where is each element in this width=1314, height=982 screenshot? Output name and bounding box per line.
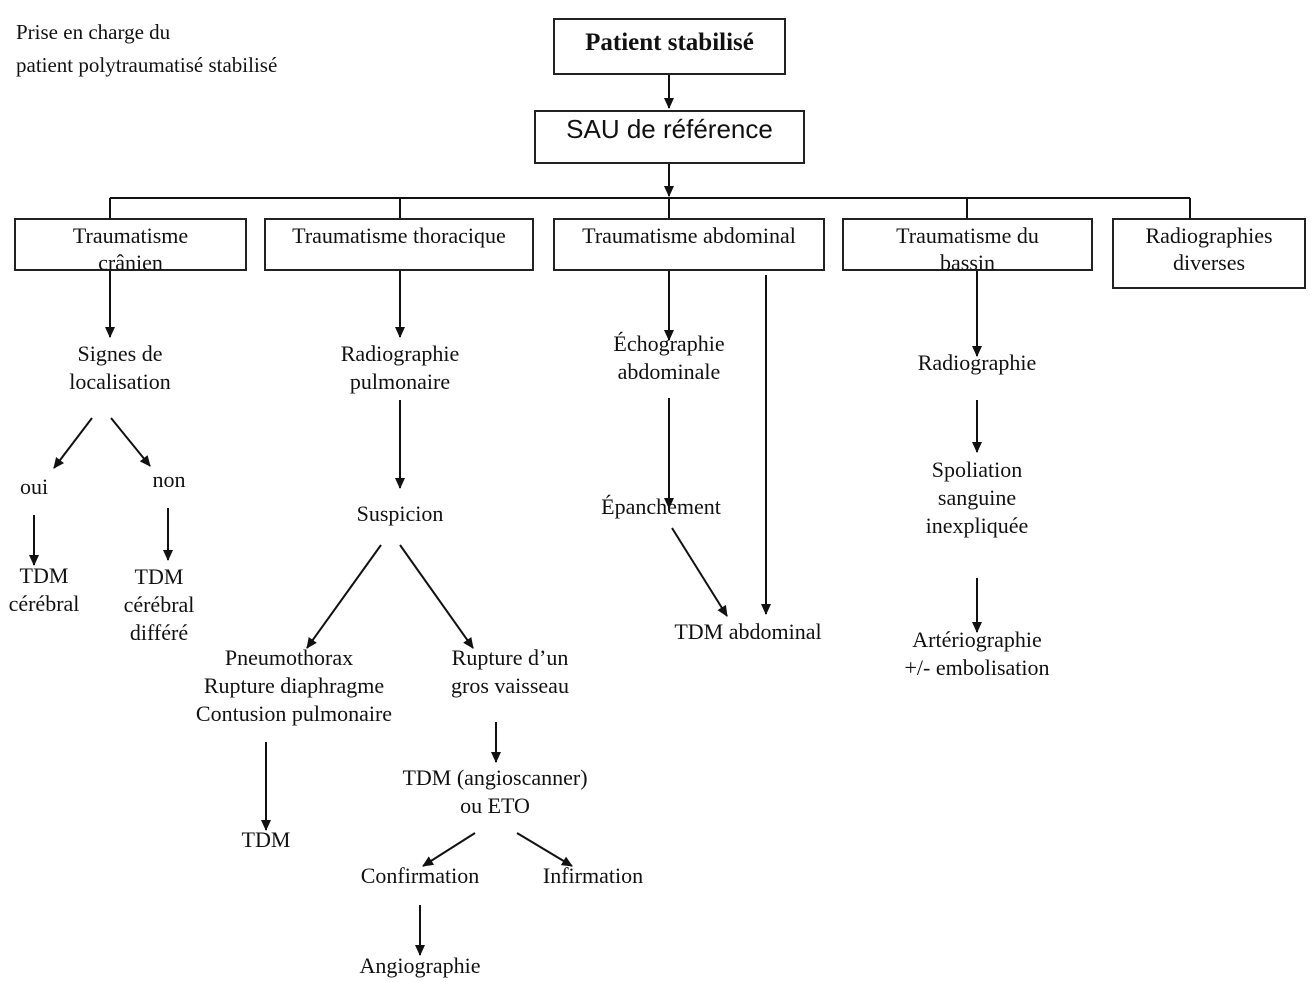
- node-patient-stabilise-label: Patient stabilisé: [585, 29, 754, 56]
- node-radiographies-diverses: Radiographies diverses: [1112, 218, 1306, 289]
- node-bassin-line-1: Traumatisme du: [896, 223, 1039, 248]
- node-tdm-cerebral-differe: TDM cérébral différé: [112, 563, 206, 647]
- signes-line-1: Signes de: [77, 341, 163, 366]
- angio-line-2: ou ETO: [460, 793, 530, 818]
- node-traumatisme-abdominal: Traumatisme abdominal: [553, 218, 825, 271]
- diagram-caption: Prise en charge du patient polytraumatis…: [16, 16, 277, 82]
- arrow-signes-to-non: [110, 417, 151, 467]
- echo-line-1: Échographie: [613, 331, 725, 356]
- label-oui: oui: [19, 474, 49, 499]
- node-confirmation: Confirmation: [360, 863, 480, 888]
- label-non: non: [152, 467, 186, 492]
- spoliation-line-1: Spoliation: [931, 457, 1023, 482]
- spoliation-line-2: sanguine: [937, 485, 1017, 510]
- node-arteriographie: Artériographie +/- embolisation: [872, 626, 1082, 682]
- lesions-line-3: Contusion pulmonaire: [195, 701, 393, 726]
- arterio-line-2: +/- embolisation: [904, 655, 1050, 680]
- node-patient-stabilise: Patient stabilisé: [553, 18, 786, 75]
- rupture-line-2: gros vaisseau: [451, 673, 569, 698]
- signes-line-2: localisation: [69, 369, 171, 394]
- lesions-line-2: Rupture diaphragme: [203, 673, 385, 698]
- caption-line-2: patient polytraumatisé stabilisé: [16, 53, 278, 77]
- node-cranien-line-2: crânien: [98, 250, 163, 275]
- spoliation-line-3: inexpliquée: [925, 513, 1029, 538]
- tdm-non-line-1: TDM: [134, 564, 184, 589]
- arrow-angio-to-infirmation: [516, 832, 573, 867]
- arrow-angio-to-confirmation: [422, 832, 476, 867]
- node-sau-label: SAU de référence: [566, 114, 773, 144]
- node-signes-localisation: Signes de localisation: [40, 340, 200, 396]
- node-abdominal-label: Traumatisme abdominal: [582, 223, 796, 248]
- arrow-suspicion-to-lesions: [306, 544, 382, 649]
- node-cranien-line-1: Traumatisme: [72, 223, 189, 248]
- node-thoracique-label: Traumatisme thoracique: [292, 223, 506, 248]
- node-rupture-gros-vaisseau: Rupture d’un gros vaisseau: [430, 644, 590, 700]
- arrow-epanchement-to-tdm: [671, 527, 728, 617]
- node-sau: SAU de référence: [534, 110, 805, 164]
- node-tdm-abdominal: TDM abdominal: [674, 619, 822, 644]
- node-spoliation-sanguine: Spoliation sanguine inexpliquée: [892, 456, 1062, 540]
- node-radiographie-bassin: Radiographie: [917, 350, 1037, 375]
- node-radiographies-line-2: diverses: [1172, 250, 1246, 275]
- node-infirmation: Infirmation: [542, 863, 644, 888]
- node-traumatisme-cranien: Traumatisme crânien: [14, 218, 247, 275]
- node-bassin-line-2: bassin: [940, 250, 995, 275]
- node-echographie-abdominale: Échographie abdominale: [584, 330, 754, 386]
- echo-line-2: abdominale: [617, 359, 721, 384]
- node-tdm-angioscanner: TDM (angioscanner) ou ETO: [370, 764, 620, 820]
- radio-pulm-line-2: pulmonaire: [349, 369, 451, 394]
- tdm-oui-line-1: TDM: [19, 563, 69, 588]
- tdm-oui-line-2: cérébral: [8, 591, 80, 616]
- node-tdm-thorax: TDM: [241, 827, 291, 852]
- node-traumatisme-thoracique: Traumatisme thoracique: [264, 218, 534, 271]
- caption-line-1: Prise en charge du: [16, 20, 171, 44]
- node-radiographies-line-1: Radiographies: [1145, 223, 1273, 248]
- arrow-suspicion-to-rupture: [399, 544, 474, 649]
- node-suspicion: Suspicion: [356, 501, 444, 526]
- radio-pulm-line-1: Radiographie: [340, 341, 460, 366]
- angio-line-1: TDM (angioscanner): [402, 765, 588, 790]
- node-angiographie: Angiographie: [359, 953, 481, 978]
- node-tdm-cerebral: TDM cérébral: [0, 562, 88, 618]
- arrow-signes-to-oui: [53, 417, 93, 469]
- node-radiographie-pulmonaire: Radiographie pulmonaire: [310, 340, 490, 396]
- tdm-non-line-3: différé: [129, 620, 189, 645]
- node-lesions-thoraciques: Pneumothorax Rupture diaphragme Contusio…: [164, 644, 424, 728]
- tdm-non-line-2: cérébral: [123, 592, 195, 617]
- rupture-line-1: Rupture d’un: [451, 645, 569, 670]
- arterio-line-1: Artériographie: [912, 627, 1042, 652]
- lesions-line-1: Pneumothorax: [224, 645, 354, 670]
- node-epanchement: Épanchement: [601, 494, 721, 519]
- node-traumatisme-bassin: Traumatisme du bassin: [842, 218, 1093, 275]
